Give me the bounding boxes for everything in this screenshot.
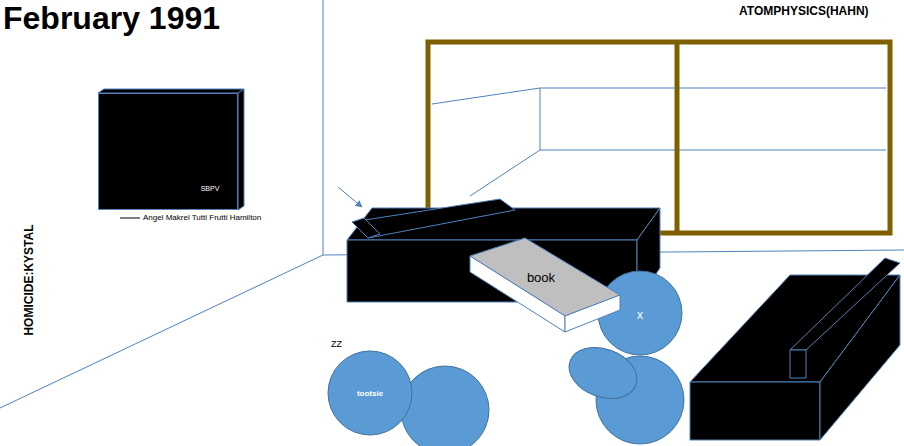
wall-label: ATOMPHYSICS(HAHN) — [739, 4, 869, 18]
node-text: x — [637, 308, 643, 322]
node-outline — [466, 236, 624, 334]
node-outline — [98, 93, 238, 210]
desk-tray — [352, 199, 515, 238]
couch — [690, 258, 900, 440]
pointer-arrow — [338, 187, 362, 207]
note-label: ZZ — [331, 339, 342, 349]
node-text: book — [527, 270, 555, 285]
picture-caption: Angel Makrel Tutti Frutti Hamilton — [143, 213, 261, 222]
page-title: February 1991 — [3, 0, 220, 37]
vertical-label: HOMICIDE:KYSTAL — [22, 224, 36, 335]
wall-picture-frame — [98, 89, 244, 210]
room-lines — [0, 0, 904, 408]
node-text: tootsie — [357, 389, 383, 398]
floor-circle: tootsie — [327, 350, 413, 436]
node-text: SBPV — [201, 185, 220, 192]
caption-line — [120, 218, 140, 219]
wall-picture: SBPV — [98, 93, 238, 210]
book-shape: book — [466, 236, 624, 334]
